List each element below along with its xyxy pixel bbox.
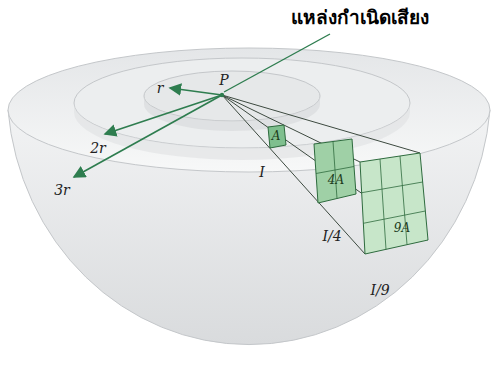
radius-label: 3r (54, 183, 70, 197)
point-label: P (219, 73, 228, 87)
intensity-label: I/9 (370, 283, 389, 297)
source-label: แหล่งกำเนิดเสียง (291, 8, 429, 27)
radius-label: 2r (90, 141, 106, 155)
intensity-label: I (259, 165, 265, 179)
intensity-label: I/4 (322, 229, 341, 243)
area-label: A (272, 130, 281, 142)
radius-label: r (157, 81, 164, 95)
area-label: 9A (394, 222, 410, 234)
area-label: 4A (328, 174, 344, 186)
